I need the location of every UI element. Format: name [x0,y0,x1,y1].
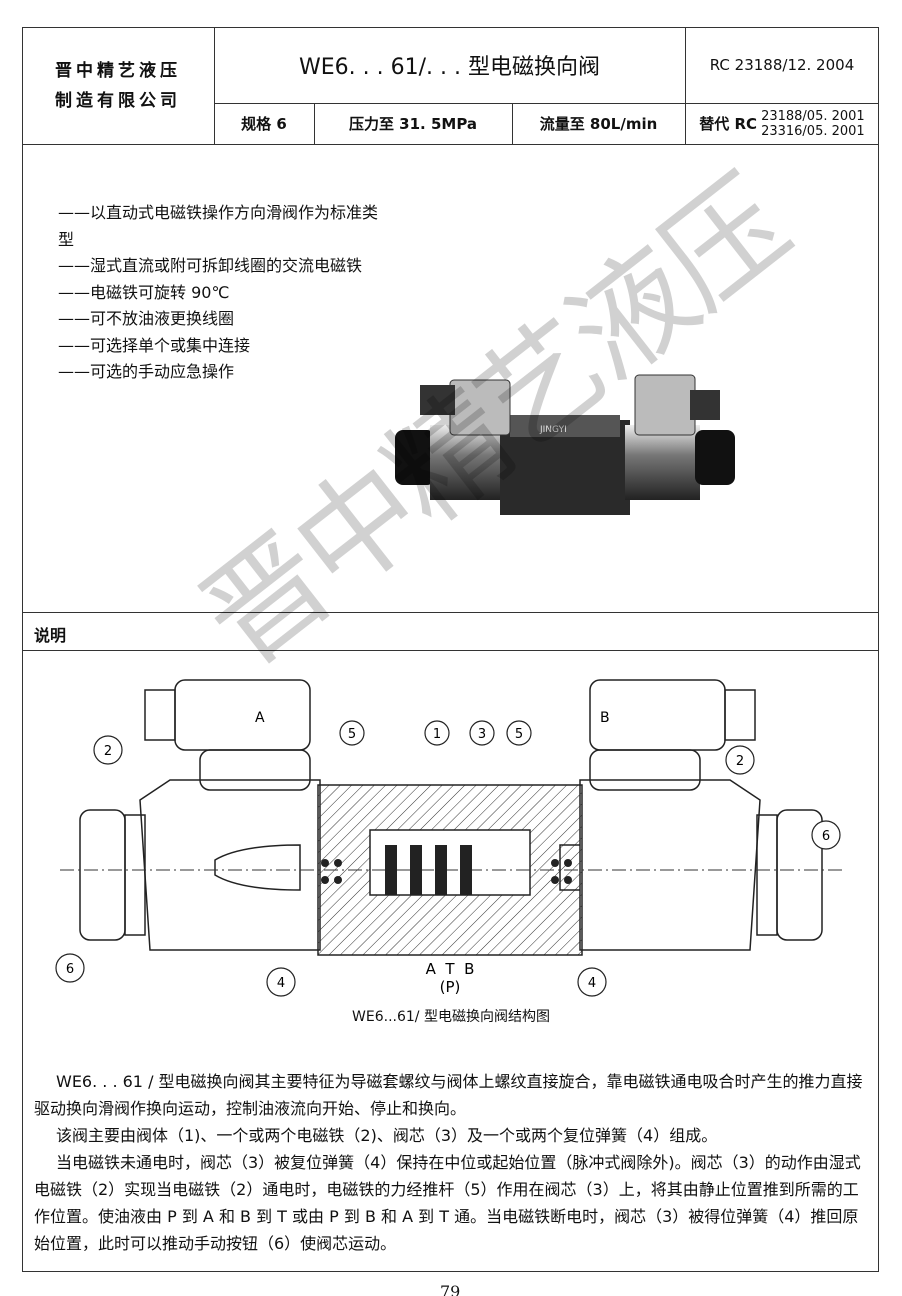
feature-item: ——电磁铁可旋转 90℃ [58,282,230,302]
port-labels: A T B [426,960,475,978]
paragraph: 当电磁铁未通电时，阀芯（3）被复位弹簧（4）保持在中位或起始位置（脉冲式阀除外)… [34,1153,861,1253]
diagram-caption: WE6...61/ 型电磁换向阀结构图 [352,1009,550,1025]
doc-title: WE6. . . 61/. . . 型电磁换向阀 [214,27,686,104]
feature-item: ——可选的手动应急操作 [58,362,235,381]
replaces: 替代 RC 23188/05. 2001 23316/05. 2001 [685,103,879,145]
callout-5: 5 [515,727,523,742]
replaces-label: 替代 RC [699,115,758,133]
callout-2: 2 [736,754,744,769]
paragraph: WE6. . . 61 / 型电磁换向阀其主要特征为导磁套螺纹与阀体上螺纹直接旋… [34,1072,863,1118]
description: WE6. . . 61 / 型电磁换向阀其主要特征为导磁套螺纹与阀体上螺纹直接旋… [34,1068,869,1257]
spec-pressure: 压力至 31. 5MPa [314,103,513,145]
page-number: 79 [440,1282,461,1296]
callout-4: 4 [588,976,596,991]
company-line-1: 晋中精艺液压 [55,60,181,81]
size-text: 规格 6 [241,115,287,133]
feature-item: ——以直动式电磁铁操作方向滑阀作为标准类型 [58,203,379,249]
solenoid-b-label: B [600,710,610,726]
feature-list: ——以直动式电磁铁操作方向滑阀作为标准类型 ——湿式直流或附可拆卸线圈的交流电磁… [58,200,388,386]
divider [22,612,879,613]
doc-number: RC 23188/12. 2004 [685,27,879,104]
replaces-2: 23316/05. 2001 [761,123,865,139]
spec-size: 规格 6 [214,103,315,145]
flow-text: 流量至 80L/min [539,115,658,133]
divider [22,650,879,651]
pressure-text: 压力至 31. 5MPa [348,115,478,133]
solenoid-a-label: A [255,710,265,726]
callout-6: 6 [66,962,74,977]
callout-4: 4 [277,976,285,991]
company-line-2: 制造有限公司 [55,90,181,111]
feature-item: ——湿式直流或附可拆卸线圈的交流电磁铁 [58,256,363,275]
brand-label: JINGYI [539,425,567,435]
callout-3: 3 [478,727,486,742]
section-title: 说明 [34,626,67,645]
callout-5: 5 [348,727,356,742]
company-name: 晋中精艺液压 制造有限公司 [22,27,215,145]
page-frame [22,27,879,1272]
feature-item: ——可不放油液更换线圈 [58,309,235,328]
valve-photo: JINGYI [395,374,735,515]
spec-flow: 流量至 80L/min [512,103,686,145]
callout-2: 2 [104,744,112,759]
replaces-1: 23188/05. 2001 [761,108,865,124]
port-p-label: (P) [440,978,461,996]
paragraph: 该阀主要由阀体（1)、一个或两个电磁铁（2)、阀芯（3）及一个或两个复位弹簧（4… [56,1126,718,1145]
callout-1: 1 [433,727,441,742]
feature-item: ——可选择单个或集中连接 [58,335,251,355]
structure-diagram: A B 1 2 2 3 4 4 5 5 6 6 A T B (P) [55,679,845,997]
callout-6: 6 [822,829,830,844]
